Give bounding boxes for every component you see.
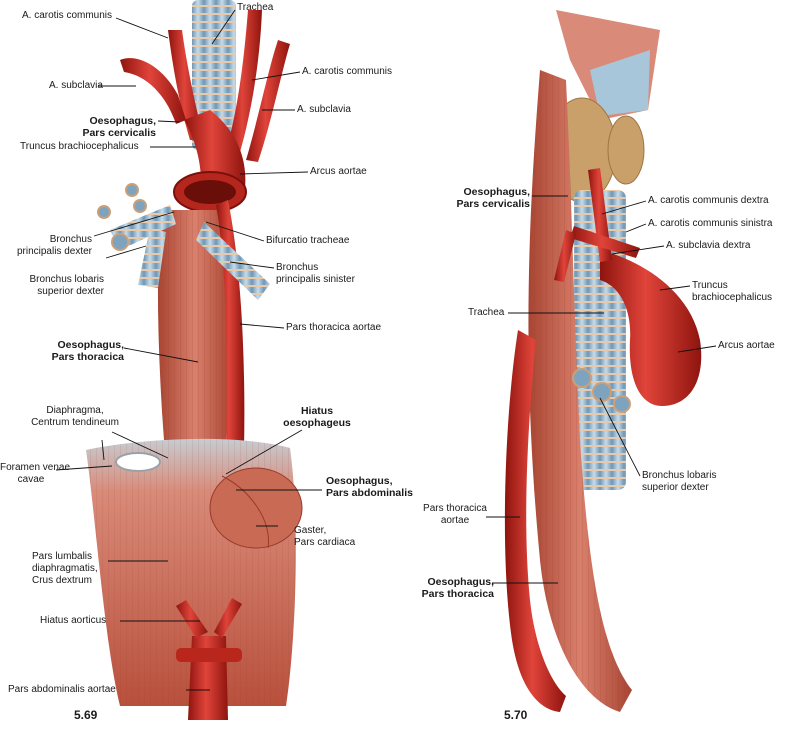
label-bronchus-lobaris-superior-dexter: Bronchus lobaris superior dexter [6,274,104,298]
label-hiatus-oesophageus: Hiatus oesophageus [280,405,354,429]
leader-lines [55,9,717,691]
label-diaphragma-line2: Centrum tendineum [31,417,119,428]
label-oesophagus-thoracica-570-line2: Pars thoracica [421,588,494,600]
label-bronchus-dexter-line1: Bronchus [49,234,92,245]
label-bronchus-principalis-dexter: Bronchus principalis dexter [0,234,92,258]
label-bronchus-dexter-line2: principalis dexter [16,246,92,257]
label-oesophagus-thoracica-line2: Pars thoracica [51,351,124,363]
label-oesophagus-cervicalis-line2: Pars cervicalis [82,127,156,139]
label-oesophagus-abdominalis-line1: Oesophagus, [326,475,393,487]
label-hiatus-aorticus: Hiatus aorticus [40,615,107,626]
label-foramen-line1: Foramen venae [0,462,71,473]
label-arcus-aortae: Arcus aortae [310,166,367,177]
label-carotis-communis-sinistra: A. carotis communis sinistra [648,218,773,229]
figure-number-5-70: 5.70 [504,708,528,722]
label-foramen-venae-cavae: Foramen venae cavae [0,462,71,486]
label-bronchus-lobaris-line2: superior dexter [37,286,104,297]
label-pars-thoracica-570-line2: aortae [440,515,470,526]
label-oesophagus-abdominalis: Oesophagus, Pars abdominalis [326,475,413,499]
figure-5-69-illustration [86,0,303,720]
label-bronchus-sinister-line1: Bronchus [276,262,319,273]
label-pars-thoracica-aortae-570: Pars thoracica aortae [414,503,496,527]
label-diaphragma-line1: Diaphragma, [46,405,104,416]
label-oesophagus-cervicalis: Oesophagus, Pars cervicalis [56,115,156,139]
label-truncus-brachiocephalicus: Truncus brachiocephalicus [20,141,139,152]
label-diaphragma-centrum-tendineum: Diaphragma, Centrum tendineum [20,405,130,429]
label-oesophagus-thoracica-line1: Oesophagus, [57,339,124,351]
label-trachea: Trachea [237,2,274,13]
label-oesophagus-abdominalis-line2: Pars abdominalis [326,487,413,499]
label-pars-lumbalis-line3: Crus dextrum [32,575,93,586]
label-bronchus-lobaris-570-line2: superior dexter [642,482,709,493]
label-bronchus-lobaris-line1: Bronchus lobaris [29,274,104,285]
label-pars-abdominalis-aortae: Pars abdominalis aortae [8,684,116,695]
label-oesophagus-cervicalis-570-line1: Oesophagus, [463,186,530,198]
figure-number-5-69: 5.69 [74,708,98,722]
label-bronchus-principalis-sinister: Bronchus principalis sinister [276,262,355,286]
label-gaster-line2: Pars cardiaca [294,537,356,548]
label-carotis-communis-dexter: A. carotis communis [22,10,113,21]
figure-5-70-illustration [504,10,702,712]
label-oesophagus-cervicalis-570-line2: Pars cervicalis [456,198,530,210]
label-pars-lumbalis-line1: Pars lumbalis [32,551,93,562]
label-pars-thoracica-aortae: Pars thoracica aortae [286,322,382,333]
label-bronchus-lobaris-570: Bronchus lobaris superior dexter [642,470,716,494]
label-carotis-communis-dextra: A. carotis communis dextra [648,195,769,206]
label-bifurcatio-tracheae: Bifurcatio tracheae [266,235,350,246]
label-foramen-line2: cavae [17,474,45,485]
label-oesophagus-thoracica-570-line1: Oesophagus, [427,576,494,588]
label-subclavia-sinister: A. subclavia [297,104,351,115]
label-truncus-570-line1: Truncus [692,280,728,291]
label-carotis-communis-sinister: A. carotis communis [302,66,393,77]
label-trachea-570: Trachea [468,307,505,318]
label-oesophagus-thoracica-570: Oesophagus, Pars thoracica [392,576,494,600]
label-bronchus-lobaris-570-line1: Bronchus lobaris [642,470,717,481]
label-gaster-pars-cardiaca: Gaster, Pars cardiaca [294,525,355,549]
label-pars-lumbalis-line2: diaphragmatis, [32,563,98,574]
label-arcus-aortae-570: Arcus aortae [718,340,775,351]
label-hiatus-line1: Hiatus [300,405,334,417]
label-subclavia-dextra: A. subclavia dextra [666,240,751,251]
label-bronchus-sinister-line2: principalis sinister [276,274,355,285]
label-oesophagus-thoracica: Oesophagus, Pars thoracica [24,339,124,363]
label-pars-thoracica-570-line1: Pars thoracica [423,503,487,514]
label-subclavia-dexter: A. subclavia [49,80,103,91]
label-truncus-570-line2: brachiocephalicus [692,292,773,303]
label-pars-lumbalis-diaphragmatis: Pars lumbalis diaphragmatis, Crus dextru… [32,551,98,587]
label-oesophagus-cervicalis-570: Oesophagus, Pars cervicalis [428,186,530,210]
label-hiatus-line2: oesophageus [283,417,351,429]
label-oesophagus-cervicalis-line1: Oesophagus, [89,115,156,127]
label-gaster-line1: Gaster, [294,525,327,536]
label-truncus-brachiocephalicus-570: Truncus brachiocephalicus [692,280,772,304]
